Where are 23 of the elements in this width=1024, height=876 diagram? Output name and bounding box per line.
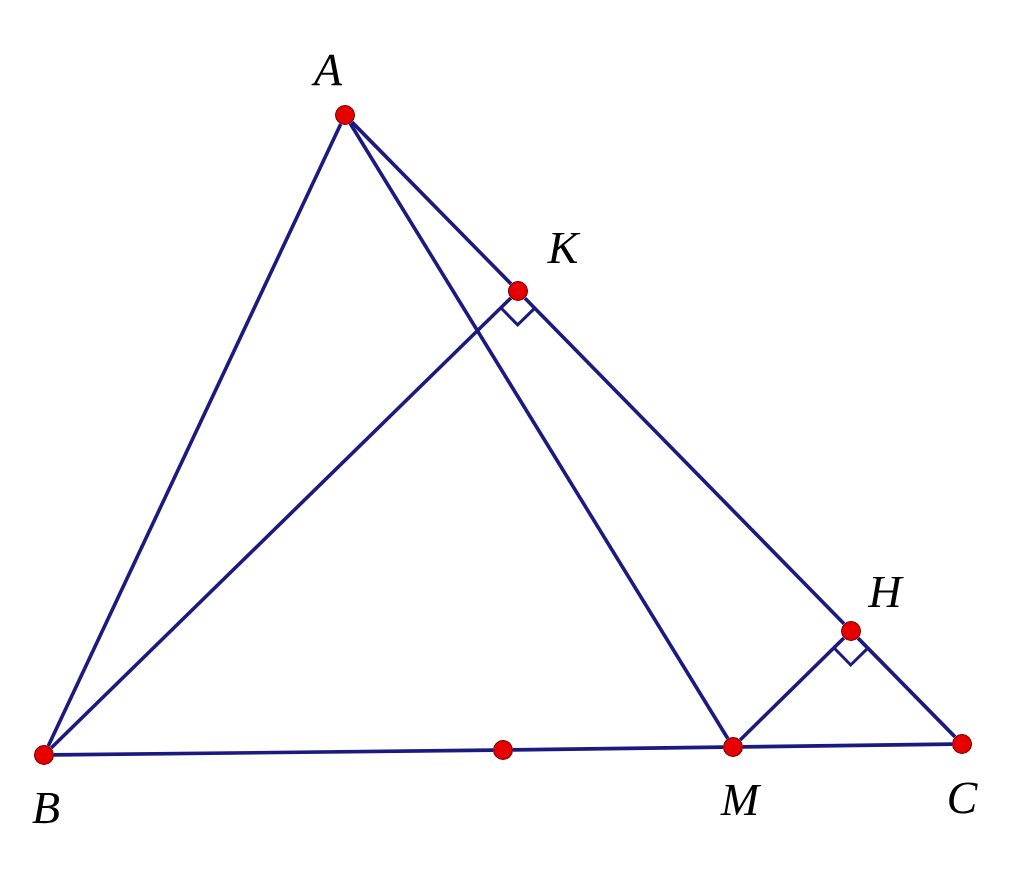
point: K	[508, 232, 581, 301]
node-label: B	[32, 792, 60, 824]
line-segment	[856, 636, 957, 739]
node-label: C	[949, 782, 978, 814]
line-segment	[738, 636, 846, 742]
point: B	[32, 745, 60, 824]
line-segment	[348, 122, 730, 740]
line-segment	[350, 120, 513, 286]
point	[493, 740, 513, 760]
line-segment	[46, 123, 343, 747]
point: A	[311, 54, 355, 125]
point: C	[949, 734, 978, 814]
node-label: K	[547, 232, 581, 264]
point: M	[720, 737, 762, 816]
node-label: H	[867, 576, 904, 608]
line-segment	[743, 742, 953, 749]
line-segment	[49, 296, 513, 750]
point: H	[841, 576, 904, 641]
node-label: A	[311, 54, 343, 86]
line-segment	[54, 748, 494, 757]
line-segment	[523, 296, 846, 626]
line-segment	[513, 745, 724, 752]
node-label: M	[720, 784, 762, 816]
